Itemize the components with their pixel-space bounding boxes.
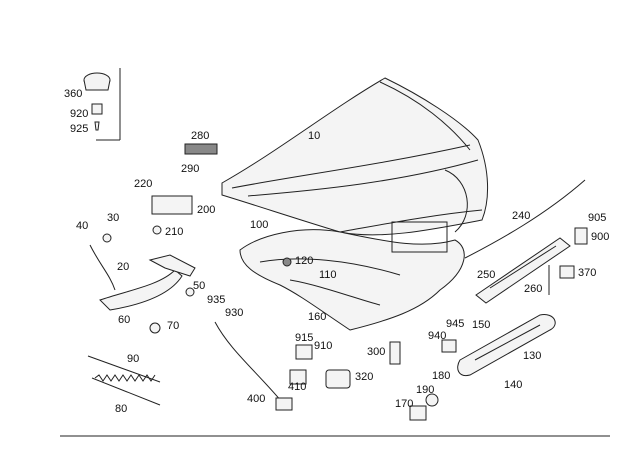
callout-70: 70 — [167, 320, 180, 332]
callout-290: 290 — [181, 163, 200, 175]
callout-80: 80 — [115, 403, 128, 415]
callout-915: 915 — [295, 332, 314, 344]
callout-10: 10 — [308, 130, 321, 142]
callout-410: 410 — [288, 381, 307, 393]
callout-900: 900 — [591, 231, 610, 243]
part-360-group — [83, 72, 111, 131]
hinge-arms — [89, 244, 196, 311]
callout-180: 180 — [432, 370, 451, 382]
callout-360: 360 — [64, 88, 83, 100]
callout-100: 100 — [250, 219, 269, 231]
inner-lid-frame — [239, 221, 465, 331]
spoiler-strip — [464, 179, 586, 259]
callout-120: 120 — [295, 255, 314, 267]
callout-905: 905 — [588, 212, 607, 224]
small-parts — [102, 143, 588, 421]
callout-260: 260 — [524, 283, 543, 295]
callout-220: 220 — [134, 178, 153, 190]
callout-40: 40 — [76, 220, 89, 232]
callout-150: 150 — [472, 319, 491, 331]
trunk-lid — [221, 77, 489, 236]
handle-cover — [457, 314, 556, 377]
release-cable — [214, 321, 283, 403]
callout-240: 240 — [512, 210, 531, 222]
callout-370: 370 — [578, 267, 597, 279]
license-light-bar — [475, 237, 571, 304]
callout-30: 30 — [107, 212, 120, 224]
callout-140: 140 — [504, 379, 523, 391]
callout-320: 320 — [355, 371, 374, 383]
callout-280: 280 — [191, 130, 210, 142]
callout-90: 90 — [127, 353, 140, 365]
callout-400: 400 — [247, 393, 266, 405]
callout-250: 250 — [477, 269, 496, 281]
callout-160: 160 — [308, 311, 327, 323]
callout-910: 910 — [314, 340, 333, 352]
callout-60: 60 — [118, 314, 131, 326]
callout-170: 170 — [395, 398, 414, 410]
callout-110: 110 — [319, 269, 337, 281]
callout-930: 930 — [225, 307, 244, 319]
cable-end — [275, 397, 293, 411]
callout-20: 20 — [117, 261, 130, 273]
callout-925: 925 — [70, 123, 89, 135]
callout-200: 200 — [197, 204, 216, 216]
gas-strut — [87, 355, 161, 406]
callout-190: 190 — [416, 384, 435, 396]
inset-frame — [96, 68, 121, 141]
callout-920: 920 — [70, 108, 89, 120]
callout-935: 935 — [207, 294, 226, 306]
callout-300: 300 — [367, 346, 386, 358]
callout-50: 50 — [193, 280, 206, 292]
callout-130: 130 — [523, 350, 542, 362]
lock-housing — [325, 369, 351, 389]
callout-940: 940 — [428, 330, 447, 342]
callout-210: 210 — [165, 226, 184, 238]
callout-945: 945 — [446, 318, 465, 330]
